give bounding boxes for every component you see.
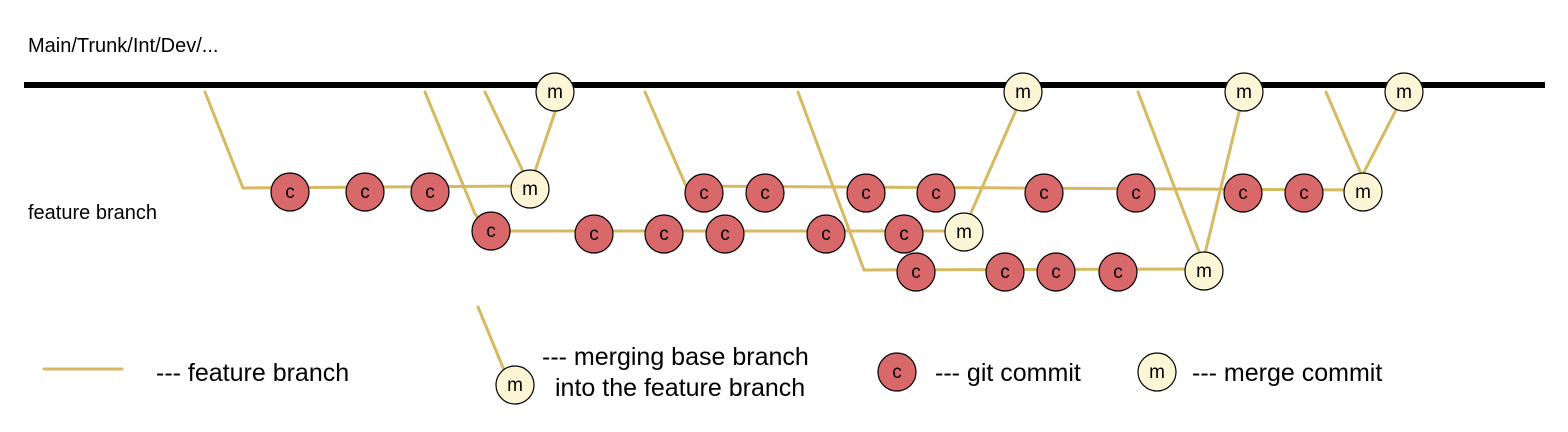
commit-node: c xyxy=(846,173,886,213)
commit-node: c xyxy=(705,214,745,254)
commit-node: c xyxy=(1098,252,1138,292)
branch-line xyxy=(423,90,965,233)
commit-node: c xyxy=(896,252,936,292)
svg-text:c: c xyxy=(1299,183,1309,204)
svg-text:c: c xyxy=(659,224,669,245)
merge-line xyxy=(1324,90,1364,178)
trunk-label: Main/Trunk/Int/Dev/... xyxy=(28,35,218,57)
svg-text:c: c xyxy=(1238,183,1248,204)
svg-text:c: c xyxy=(1039,183,1049,204)
merge-line xyxy=(1136,90,1205,264)
commit-node: c xyxy=(745,173,785,213)
commit-node: c xyxy=(345,172,385,212)
svg-text:m: m xyxy=(1355,182,1371,203)
svg-text:c: c xyxy=(892,362,902,383)
commit-node: c xyxy=(574,214,614,254)
legend-merge-commit-text: --- merge commit xyxy=(1192,359,1382,387)
svg-text:c: c xyxy=(360,182,370,203)
commit-node: c xyxy=(1036,252,1076,292)
svg-text:c: c xyxy=(821,224,831,245)
legend-merging-text-line1: --- merging base branch xyxy=(542,343,809,371)
merge-node: m xyxy=(1224,72,1264,112)
merge-line xyxy=(483,90,532,188)
svg-text:c: c xyxy=(486,221,496,242)
branch-line xyxy=(796,90,1207,272)
merge-line xyxy=(1360,108,1398,178)
merge-node: m xyxy=(535,72,575,112)
merge-line xyxy=(961,106,1019,233)
svg-text:c: c xyxy=(720,224,730,245)
svg-text:m: m xyxy=(507,375,523,396)
legend-merge-node: m xyxy=(495,365,535,405)
svg-text:m: m xyxy=(1149,362,1165,383)
svg-text:m: m xyxy=(956,222,972,243)
merge-node: m xyxy=(1003,72,1043,112)
merge-node: m xyxy=(1384,72,1424,112)
merge-line xyxy=(1201,106,1242,264)
svg-text:m: m xyxy=(1236,82,1252,103)
commit-node: c xyxy=(644,214,684,254)
commit-node: c xyxy=(985,252,1025,292)
svg-text:m: m xyxy=(1196,261,1212,282)
feature-branch-label: feature branch xyxy=(28,202,157,224)
svg-text:c: c xyxy=(911,262,921,283)
svg-text:m: m xyxy=(547,82,563,103)
svg-text:c: c xyxy=(1113,262,1123,283)
svg-text:c: c xyxy=(1051,262,1061,283)
legend-merge-line xyxy=(476,305,506,372)
commit-node: c xyxy=(916,173,956,213)
commit-node: c xyxy=(806,214,846,254)
legend-feature-branch-text: --- feature branch xyxy=(156,359,349,387)
svg-text:c: c xyxy=(861,183,871,204)
svg-text:m: m xyxy=(1015,82,1031,103)
svg-text:c: c xyxy=(1131,183,1141,204)
legend-git-commit-text: --- git commit xyxy=(935,359,1081,387)
merge-node: m xyxy=(944,212,984,252)
commit-node: c xyxy=(884,214,924,254)
svg-text:c: c xyxy=(1000,262,1010,283)
legend-merging-text-line2: into the feature branch xyxy=(555,374,805,402)
commit-node: c xyxy=(1116,173,1156,213)
svg-text:c: c xyxy=(699,183,709,204)
commit-node: c xyxy=(410,172,450,212)
merge-node: m xyxy=(1184,251,1224,291)
merge-node: m xyxy=(1343,172,1383,212)
commit-node: c xyxy=(471,211,511,251)
svg-text:m: m xyxy=(522,179,538,200)
legend-commit-node: c xyxy=(877,352,917,392)
svg-text:c: c xyxy=(285,182,295,203)
commit-node: c xyxy=(1284,173,1324,213)
svg-text:c: c xyxy=(589,224,599,245)
merge-node: m xyxy=(510,169,550,209)
svg-text:c: c xyxy=(899,224,909,245)
commit-node: c xyxy=(270,172,310,212)
legend-merge-commit-node: m xyxy=(1137,352,1177,392)
commit-node: c xyxy=(684,173,724,213)
svg-text:c: c xyxy=(931,183,941,204)
commit-node: c xyxy=(1223,173,1263,213)
svg-text:c: c xyxy=(425,182,435,203)
commit-node: c xyxy=(1024,173,1064,213)
svg-text:c: c xyxy=(760,183,770,204)
svg-text:m: m xyxy=(1396,82,1412,103)
